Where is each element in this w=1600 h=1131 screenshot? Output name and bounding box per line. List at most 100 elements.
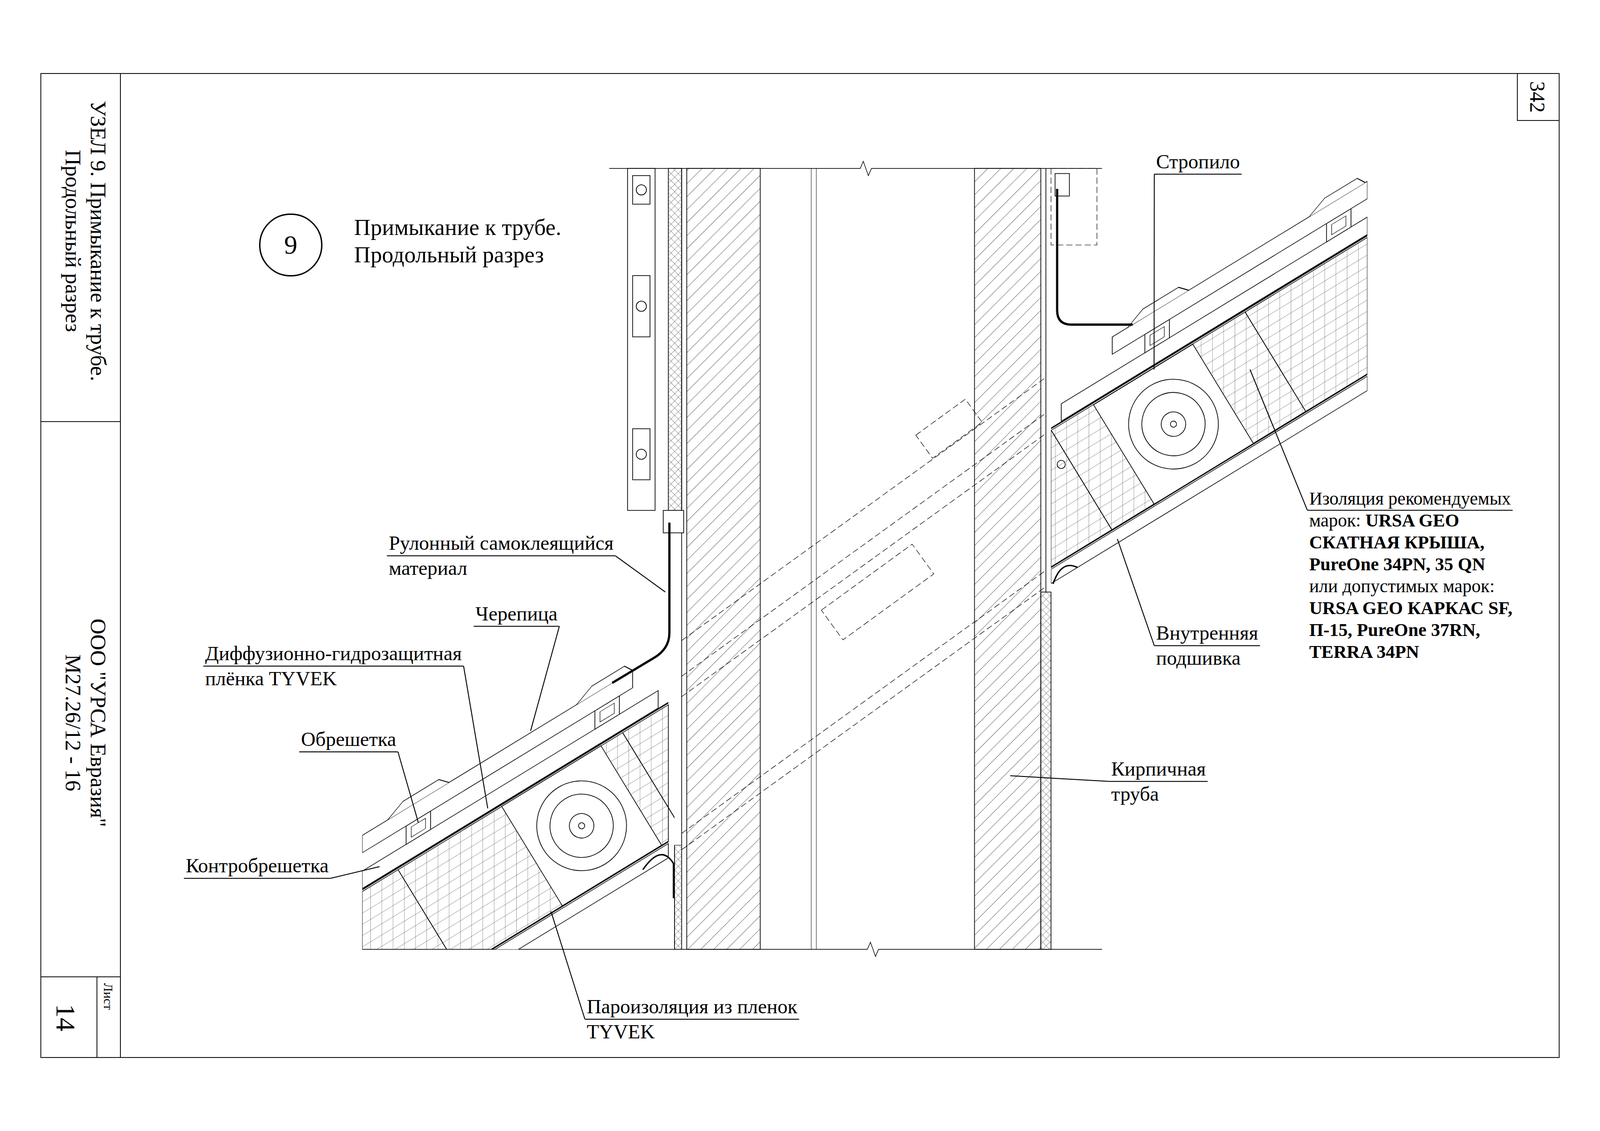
insulation-note: или допустимых марок: (1309, 575, 1528, 598)
part-label-box: Внутренняя подшивка (1156, 620, 1279, 671)
leader-line (386, 555, 616, 556)
stamp-sheet-number-box: 14 (49, 1003, 82, 1032)
chimney-flashing-left (663, 510, 684, 533)
stamp-sheet-number: 14 (50, 1003, 81, 1032)
stamp-sheet-caption: Лист (101, 982, 116, 1010)
sheet-frame (40, 73, 1559, 1058)
brick-chimney (674, 845, 682, 950)
chimney-flashing-left (632, 428, 650, 480)
sheet-frame (96, 976, 98, 1058)
roof-right (1111, 362, 1236, 486)
part-label: Рулонный самоклеящийся материал (388, 531, 614, 580)
chimney-flashing-left (636, 184, 647, 195)
brick-chimney (686, 168, 761, 949)
part-label: Пароизоляция из пленок TYVEK (586, 995, 798, 1043)
leader-line (530, 626, 560, 731)
leader-line (330, 866, 380, 878)
leader-line (1109, 780, 1208, 782)
brick-chimney (974, 168, 1041, 949)
leader-line (1117, 538, 1155, 646)
leader-line (398, 751, 419, 823)
part-label: Внутренняя подшивка (1156, 621, 1259, 670)
hidden-roof-lines (681, 586, 1046, 850)
brick-chimney (1040, 592, 1051, 950)
roof-right (1051, 311, 1306, 530)
roof-left (519, 763, 644, 888)
chimney-flashing-left (627, 168, 655, 510)
roof-left (501, 745, 662, 906)
leader-line (1250, 369, 1308, 511)
hidden-roof-lines (681, 412, 1046, 676)
sheet-frame (40, 420, 121, 422)
hidden-roof-lines (915, 399, 982, 459)
leader-line (299, 751, 399, 753)
leader-line (1154, 644, 1261, 646)
part-label: Обрешетка (301, 727, 397, 751)
brick-chimney (810, 168, 812, 949)
brick-chimney (1045, 168, 1047, 592)
roof-right (1051, 430, 1112, 530)
leader-line (473, 625, 560, 627)
chimney-flashing-right (1053, 173, 1133, 584)
chimney-flashing-left (632, 275, 650, 337)
leader-line (615, 555, 665, 592)
leader-line (463, 665, 488, 809)
chimney-flashing-left (636, 301, 647, 312)
callout-circle: 9 (259, 213, 323, 277)
page-number: 342 (1525, 81, 1549, 113)
roof-left (577, 821, 586, 830)
callout-number: 9 (284, 229, 298, 260)
stamp-title: УЗЕЛ 9. Примыкание к трубе. Продольный р… (61, 100, 111, 382)
roof-left (362, 639, 669, 950)
brick-chimney (674, 168, 1052, 949)
insulation-brands: URSA GEO КАРКАС SF, П-15, PureOne 37RN, … (1309, 597, 1528, 663)
roof-right (1156, 407, 1191, 442)
part-label: Диффузионно-гидрозащитная плёнка TYVEK (205, 642, 463, 690)
chimney-flashing-right (1057, 188, 1133, 325)
part-label: Кирпичная труба (1111, 757, 1206, 806)
leader-line (1010, 775, 1110, 781)
hidden-roof-lines (681, 168, 1097, 850)
hidden-roof-lines (821, 544, 934, 640)
chimney-flashing-left (632, 175, 650, 205)
hidden-roof-lines (915, 399, 982, 459)
chimney-flashing-right (1057, 460, 1066, 469)
leader-line (550, 911, 585, 1019)
hidden-roof-lines (821, 544, 934, 640)
roof-left (398, 869, 459, 950)
part-label: Контробрешетка (185, 854, 329, 877)
sheet-frame (40, 976, 121, 977)
part-label-box: Рулонный самоклеящийся материал (388, 530, 639, 581)
chimney-flashing-left (612, 168, 684, 899)
part-label: Стропило (1156, 150, 1241, 173)
roof-left (501, 745, 662, 906)
roof-left (622, 732, 675, 832)
part-label-box: Контробрешетка (185, 852, 329, 878)
roof-left (362, 704, 669, 950)
roof-right (1245, 311, 1306, 412)
leader-line (1153, 174, 1155, 370)
roof-right (1129, 380, 1217, 468)
part-label-box: Кирпичная труба (1111, 756, 1229, 807)
leader-line (584, 1018, 800, 1020)
chimney-flashing-left (642, 854, 674, 899)
part-label-box: Черепица (475, 601, 558, 627)
roof-right (1169, 419, 1178, 428)
chimney-flashing-left (636, 448, 647, 459)
stamp-title-box: УЗЕЛ 9. Примыкание к трубе. Продольный р… (60, 72, 111, 410)
roof-left (564, 808, 599, 843)
part-label-box: Пароизоляция из пленок TYVEK (586, 993, 801, 1045)
hidden-roof-lines (681, 433, 1046, 697)
sheet-frame (1517, 73, 1560, 121)
chimney-flashing-left (668, 168, 682, 510)
part-label-box: Стропило (1156, 149, 1241, 175)
drawing-title: Примыкание к трубе. Продольный разрез (353, 213, 604, 269)
stamp-company-box: ООО "УРСА Евразия" М27.26/12 - 16 (60, 595, 111, 851)
note-block: Изоляция рекомендуемых марок:URSA GEO СК… (1309, 487, 1528, 663)
roof-right (1093, 343, 1254, 504)
hidden-roof-lines (681, 377, 1046, 641)
leader-line (1154, 173, 1242, 175)
stamp-sheet-caption-box: Лист (100, 982, 116, 1010)
leader-line (183, 877, 331, 879)
